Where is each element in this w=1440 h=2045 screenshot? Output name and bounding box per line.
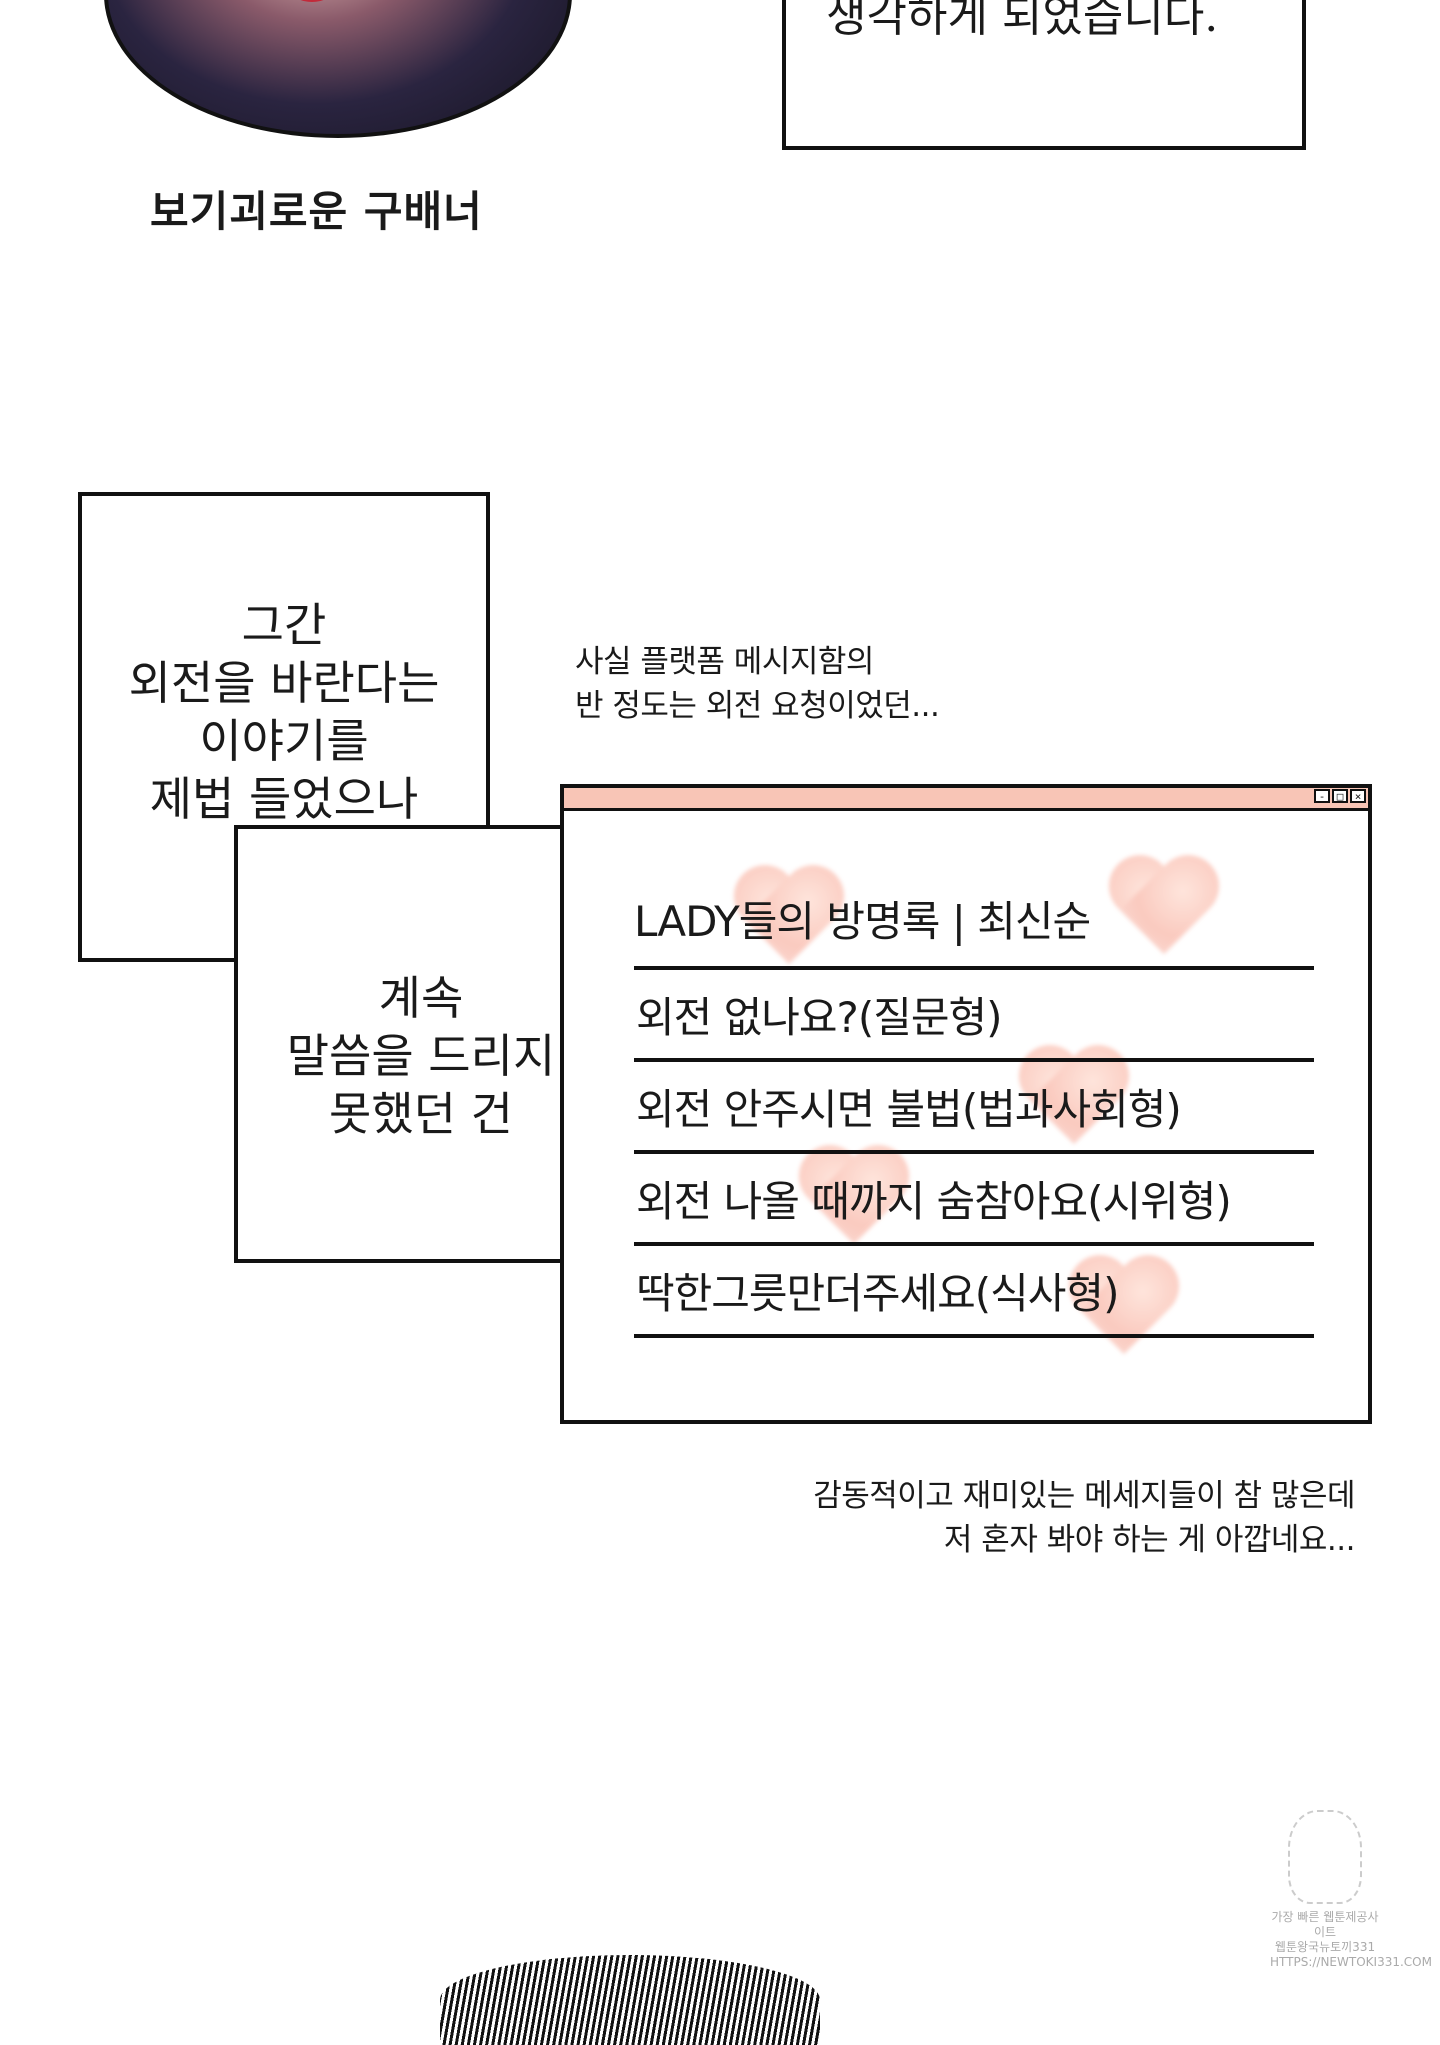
art-caption: 보기괴로운 구배너: [150, 187, 483, 236]
aside-line: 사실 플랫폼 메시지함의: [575, 644, 874, 680]
watermark-figure-icon: [1288, 1810, 1362, 1904]
narration-line: 말씀을 드리지: [286, 1029, 556, 1083]
guestbook-window: - □ × LADY들의 방명록 | 최신순 외전 없나요?(질문형) 외전 안…: [560, 784, 1372, 1424]
minimize-icon[interactable]: -: [1314, 789, 1330, 803]
maximize-icon[interactable]: □: [1332, 789, 1348, 803]
guestbook-item[interactable]: 외전 나올 때까지 숨참아요(시위형): [636, 1177, 1232, 1226]
aside-line: 반 정도는 외전 요청이었던...: [575, 688, 940, 724]
top-narration-box: 생각하게 되었습니다.: [782, 0, 1306, 150]
window-controls: - □ ×: [1314, 789, 1366, 803]
watermark-line: HTTPS://NEWTOKI331.COM: [1270, 1955, 1432, 1969]
watermark: 가장 빠른 웹툰제공사이트 웹툰왕국뉴토끼331 HTTPS://NEWTOKI…: [1270, 1810, 1432, 1970]
guestbook-item[interactable]: 딱한그릇만더주세요(식사형): [636, 1269, 1119, 1318]
narration-line: 외전을 바란다는: [128, 656, 440, 710]
divider: [634, 1334, 1314, 1338]
top-narration-text: 생각하게 되었습니다.: [826, 0, 1219, 42]
watermark-line: 웹툰왕국뉴토끼331: [1274, 1940, 1376, 1954]
guestbook-item[interactable]: 외전 없나요?(질문형): [636, 993, 1003, 1042]
divider: [634, 966, 1314, 970]
narration-line: 이야기를: [199, 714, 369, 768]
divider: [634, 1150, 1314, 1154]
narration-box-1: 그간 외전을 바란다는 이야기를 제법 들었으나: [78, 492, 490, 962]
character-art-panel: [104, 0, 572, 138]
hair-art-edge: [440, 1955, 820, 2045]
divider: [634, 1058, 1314, 1062]
divider: [634, 1242, 1314, 1246]
aside-line: 감동적이고 재미있는 메세지들이 참 많은데: [813, 1478, 1355, 1514]
heart-icon: [1104, 858, 1254, 998]
aside-line: 저 혼자 봐야 하는 게 아깝네요...: [943, 1522, 1356, 1558]
narration-line: 제법 들었으나: [149, 772, 419, 826]
close-icon[interactable]: ×: [1350, 789, 1366, 803]
watermark-line: 가장 빠른 웹툰제공사이트: [1271, 1910, 1379, 1939]
window-titlebar: - □ ×: [564, 788, 1368, 811]
narration-line: 못했던 건: [329, 1087, 513, 1141]
narration-box-2: 계속 말씀을 드리지 못했던 건: [234, 825, 608, 1263]
narration-line: 그간: [241, 598, 327, 652]
guestbook-title: LADY들의 방명록 | 최신순: [634, 897, 1091, 946]
aside-text-top: 사실 플랫폼 메시지함의 반 정도는 외전 요청이었던...: [575, 640, 940, 728]
aside-text-bottom: 감동적이고 재미있는 메세지들이 참 많은데 저 혼자 봐야 하는 게 아깝네요…: [725, 1474, 1355, 1562]
narration-line: 계속: [378, 971, 464, 1025]
guestbook-item[interactable]: 외전 안주시면 불법(법과사회형): [636, 1085, 1182, 1134]
